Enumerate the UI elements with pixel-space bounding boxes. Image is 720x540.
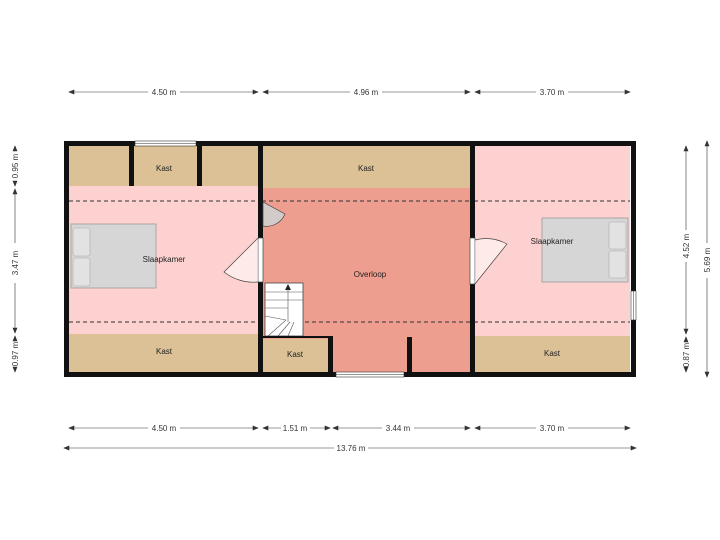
dim-left-1: 0.95 m: [11, 153, 20, 178]
windows: [134, 140, 637, 378]
roof-lines: [69, 200, 630, 323]
dim-top-3: 3.70 m: [540, 88, 565, 97]
dim-top-1: 4.50 m: [152, 88, 177, 97]
dim-right-outer: 5.69 m: [703, 247, 712, 272]
room-label-kast-top-mid: Kast: [358, 164, 375, 173]
dim-bottom-1: 4.50 m: [152, 424, 177, 433]
dim-bottom-2: 1.51 m: [283, 424, 308, 433]
dim-total: 13.76 m: [337, 444, 366, 453]
dim-top-2: 4.96 m: [354, 88, 379, 97]
room-label-kast-bottom-left: Kast: [156, 347, 173, 356]
dim-bottom-3: 3.44 m: [386, 424, 411, 433]
storage-bottom-stair-floor: [262, 339, 330, 372]
room-label-kast-bottom-right: Kast: [544, 349, 561, 358]
room-fills: [69, 146, 630, 372]
dimension-labels: 4.50 m 4.96 m 3.70 m 4.50 m 1.51 m 3.44 …: [11, 88, 712, 453]
dim-left-2: 3.47 m: [11, 250, 20, 275]
dim-bottom-4: 3.70 m: [540, 424, 565, 433]
bed-right: [541, 217, 629, 283]
room-label-overloop: Overloop: [354, 270, 387, 279]
dimension-lines: [12, 89, 710, 451]
storage-top-left-floor: [69, 146, 259, 186]
staircase: [264, 282, 304, 337]
storage-top-mid-floor: [262, 146, 471, 188]
dim-left-3: 0.97 m: [11, 341, 20, 366]
room-label-bedroom-right: Slaapkamer: [531, 237, 574, 246]
bed-left: [70, 223, 157, 289]
storage-bottom-right-floor: [474, 336, 630, 372]
storage-bottom-left-floor: [69, 334, 259, 372]
room-labels: Kast Kast Slaapkamer Overloop Slaapkamer…: [143, 164, 574, 359]
dim-right-inner-2: 0.87 m: [682, 342, 691, 367]
doors: [223, 201, 508, 285]
dim-right-inner-1: 4.52 m: [682, 233, 691, 258]
room-label-kast-top-left: Kast: [156, 164, 173, 173]
room-label-kast-bottom-stair: Kast: [287, 350, 304, 359]
room-label-bedroom-left: Slaapkamer: [143, 255, 186, 264]
